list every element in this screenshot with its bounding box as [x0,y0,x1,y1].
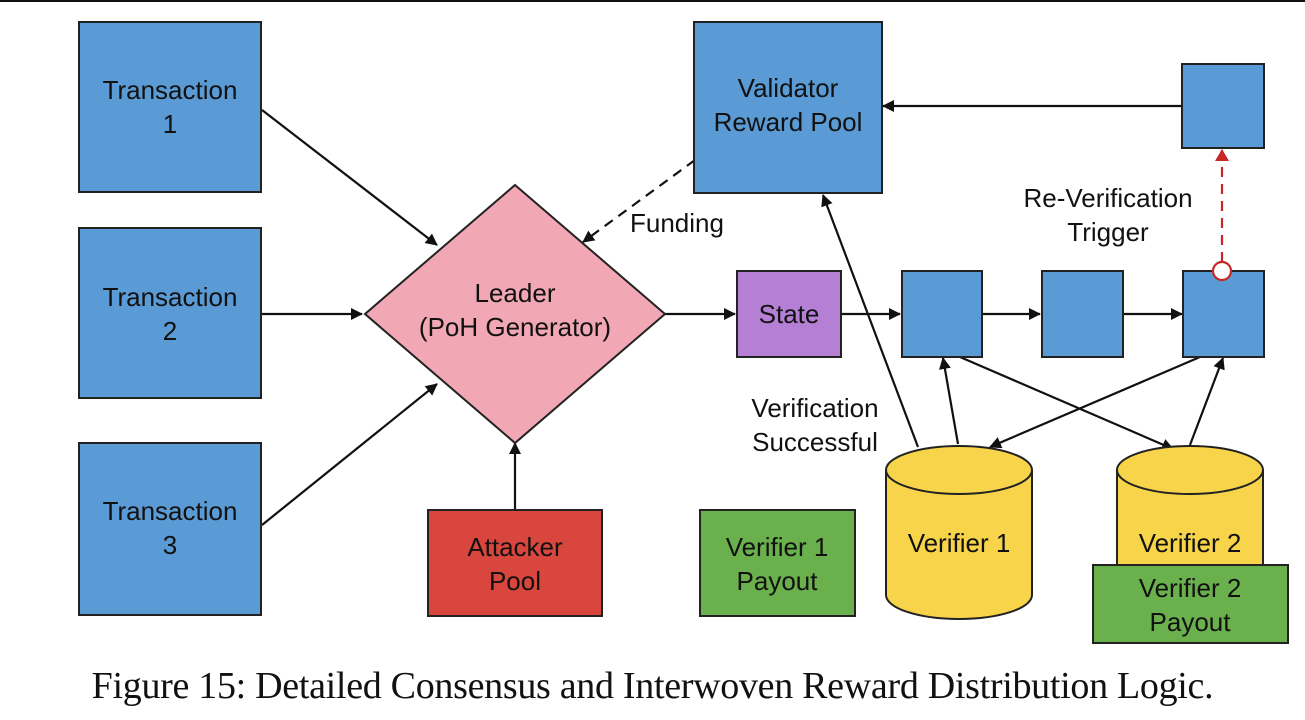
reverification-label-line1: Re-Verification [1023,183,1192,213]
verifier-1-label: Verifier 1 [908,528,1011,558]
transaction-1-label-line1: Transaction [103,75,238,105]
verifier-2-payout-node[interactable]: Verifier 2 Payout [1092,564,1289,644]
attacker-pool-node[interactable]: Attacker Pool [427,509,603,617]
transaction-2-label-line2: 2 [163,316,177,346]
edge-block1-verifier2 [959,355,1174,451]
edge-block3-verifier1 [989,355,1201,449]
verifier-2-node[interactable]: Verifier 2 [1116,445,1264,571]
top-rule [0,0,1305,2]
payout-1-label-line2: Payout [737,566,819,596]
validator-reward-pool-node[interactable]: Validator Reward Pool [693,21,883,194]
state-label: State [759,299,820,329]
validator-pool-label-line2: Reward Pool [714,107,863,137]
reverification-label-line2: Trigger [1067,217,1149,247]
transaction-1-node[interactable]: Transaction 1 [78,21,262,193]
leader-node[interactable]: Leader (PoH Generator) [363,183,667,445]
leader-label-line2: (PoH Generator) [419,312,611,342]
diagram: Transaction 1 Transaction 2 Transaction … [78,21,1289,644]
transaction-3-node[interactable]: Transaction 3 [78,442,262,616]
edge-tx1-leader [261,109,438,246]
transaction-1-label-line2: 1 [163,109,177,139]
verification-label-line2: Successful [752,427,878,457]
transaction-2-node[interactable]: Transaction 2 [78,227,262,399]
chain-block-3[interactable] [1182,270,1265,358]
chain-block-1[interactable] [901,270,983,358]
funding-label: Funding [630,208,724,238]
leader-label-line1: Leader [475,278,556,308]
attacker-pool-label-line1: Attacker [467,532,563,562]
transaction-3-label-line2: 3 [163,530,177,560]
figure-caption: Figure 15: Detailed Consensus and Interw… [91,665,1214,707]
transaction-2-label-line1: Transaction [103,282,238,312]
top-right-block[interactable] [1181,63,1265,149]
edge-tx3-leader [261,383,438,526]
payout-1-label-line1: Verifier 1 [726,532,829,562]
verifier-1-node[interactable]: Verifier 1 [885,445,1033,620]
attacker-pool-label-line2: Pool [489,566,541,596]
edge-verifier2-block3 [1188,357,1225,446]
edge-verifier1-validator [821,194,920,448]
payout-2-label-line1: Verifier 2 [1139,573,1242,603]
verifier-1-payout-node[interactable]: Verifier 1 Payout [699,509,856,617]
edge-verifier1-block1 [938,357,960,445]
transaction-3-label-line1: Transaction [103,496,238,526]
chain-block-2[interactable] [1041,270,1124,358]
trigger-origin-circle [1211,260,1233,282]
verification-label-line1: Verification [751,393,878,423]
payout-2-label-line2: Payout [1150,607,1232,637]
verifier-2-label: Verifier 2 [1139,528,1242,558]
state-node[interactable]: State [736,270,842,358]
edge-funding [582,159,696,243]
validator-pool-label-line1: Validator [738,73,839,103]
